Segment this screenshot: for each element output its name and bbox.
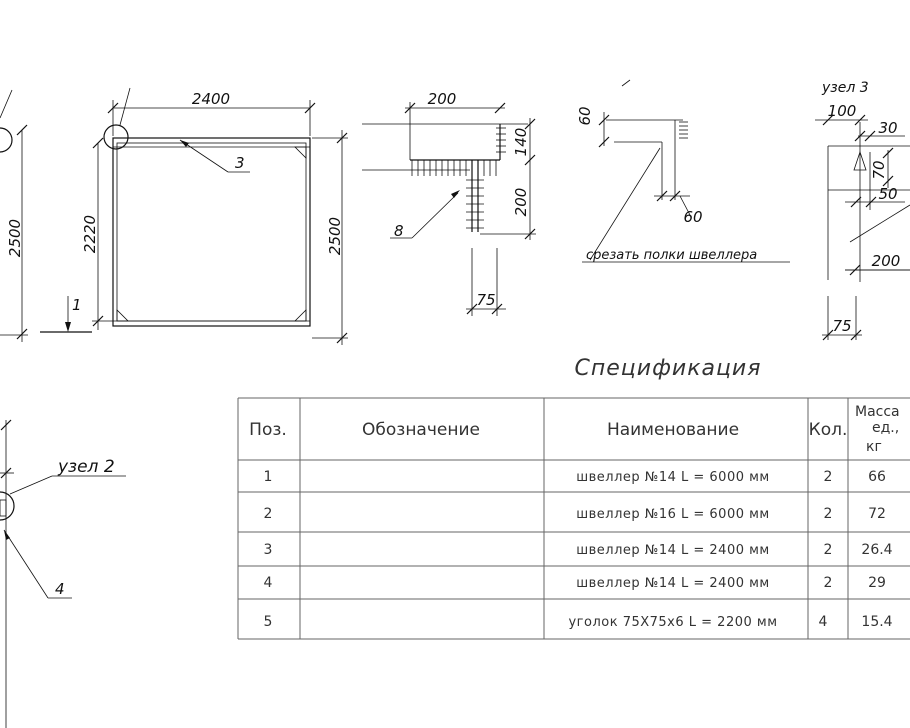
row-3-name: швеллер №14 L = 2400 мм <box>576 543 769 558</box>
dim-75-right: 75 <box>832 317 851 335</box>
dim-2500-left: 2500 <box>6 219 24 257</box>
row-2-qty: 2 <box>824 506 833 522</box>
svg-text:узел 3: узел 3 <box>821 80 869 96</box>
row-5-pos: 5 <box>264 614 273 630</box>
dim-140: 140 <box>512 128 530 157</box>
row-5-qty: 4 <box>819 614 828 630</box>
row-4-pos: 4 <box>264 575 273 591</box>
table-row: 5 уголок 75X75x6 L = 2200 мм 4 15.4 <box>264 614 893 630</box>
header-name: Наименование <box>607 420 739 440</box>
table-row: 1 швеллер №14 L = 6000 мм 2 66 <box>264 469 886 485</box>
spec-title: Спецификация <box>575 356 762 381</box>
row-2-mass: 72 <box>868 506 886 522</box>
row-5-name: уголок 75X75x6 L = 2200 мм <box>568 615 777 630</box>
row-4-qty: 2 <box>824 575 833 591</box>
table-row: 4 швеллер №14 L = 2400 мм 2 29 <box>264 575 886 591</box>
dim-50: 50 <box>878 185 897 203</box>
row-3-qty: 2 <box>824 542 833 558</box>
dim-100: 100 <box>828 102 857 120</box>
weld-hatch <box>411 127 506 229</box>
dim-200-vert: 200 <box>512 188 530 217</box>
dim-200-right: 200 <box>872 252 901 270</box>
cut-note: срезать полки швеллера <box>586 248 757 263</box>
header-mass-1: Масса <box>855 404 900 420</box>
row-1-mass: 66 <box>868 469 886 485</box>
dim-200-top: 200 <box>428 90 457 108</box>
spec-table-grid <box>237 397 910 640</box>
row-1-name: швеллер №14 L = 6000 мм <box>576 470 769 485</box>
header-mass-2: ед., <box>872 420 899 436</box>
dim-70: 70 <box>870 160 888 179</box>
dim-30: 30 <box>878 119 897 137</box>
row-5-mass: 15.4 <box>861 614 892 630</box>
left-partial-view: 2500 <box>0 89 28 342</box>
callout-3: 3 <box>235 154 245 172</box>
node-2-label: узел 2 <box>57 457 115 477</box>
row-4-mass: 29 <box>868 575 886 591</box>
right-node-detail: узел 3 100 30 70 50 200 <box>815 80 910 341</box>
row-2-pos: 2 <box>264 506 273 522</box>
row-1-qty: 2 <box>824 469 833 485</box>
frame-elevation: 2400 2220 2500 3 1 <box>40 87 348 345</box>
header-mass-3: кг <box>866 439 882 455</box>
header-pos: Поз. <box>249 420 287 440</box>
callout-4: 4 <box>55 580 65 598</box>
row-3-pos: 3 <box>264 542 273 558</box>
dim-2400: 2400 <box>192 90 230 108</box>
header-designation: Обозначение <box>362 420 480 440</box>
spec-header-row: Поз. Обозначение Наименование Кол. Масса… <box>249 404 899 455</box>
dim-2500-right: 2500 <box>326 217 344 255</box>
table-row: 2 швеллер №16 L = 6000 мм 2 72 <box>264 506 886 522</box>
lower-left-fragment: узел 2 4 <box>0 419 126 728</box>
callout-8: 8 <box>394 222 404 240</box>
dim-75-mid: 75 <box>476 291 495 309</box>
weld-node-detail: 200 140 200 75 8 <box>362 90 536 316</box>
callout-1: 1 <box>72 296 82 314</box>
table-row: 3 швеллер №14 L = 2400 мм 2 26.4 <box>264 542 893 558</box>
row-2-name: швеллер №16 L = 6000 мм <box>576 507 769 522</box>
header-qty: Кол. <box>809 420 848 440</box>
row-1-pos: 1 <box>264 469 273 485</box>
dim-2220: 2220 <box>81 215 99 253</box>
specification: Спецификация Поз. Обозначение Наименован… <box>237 356 910 640</box>
cut-detail: 60 60 срезать полки швеллера <box>576 79 790 263</box>
dim-60-b: 60 <box>683 208 702 226</box>
row-3-mass: 26.4 <box>861 542 892 558</box>
row-4-name: швеллер №14 L = 2400 мм <box>576 576 769 591</box>
dim-60-a: 60 <box>576 106 594 125</box>
